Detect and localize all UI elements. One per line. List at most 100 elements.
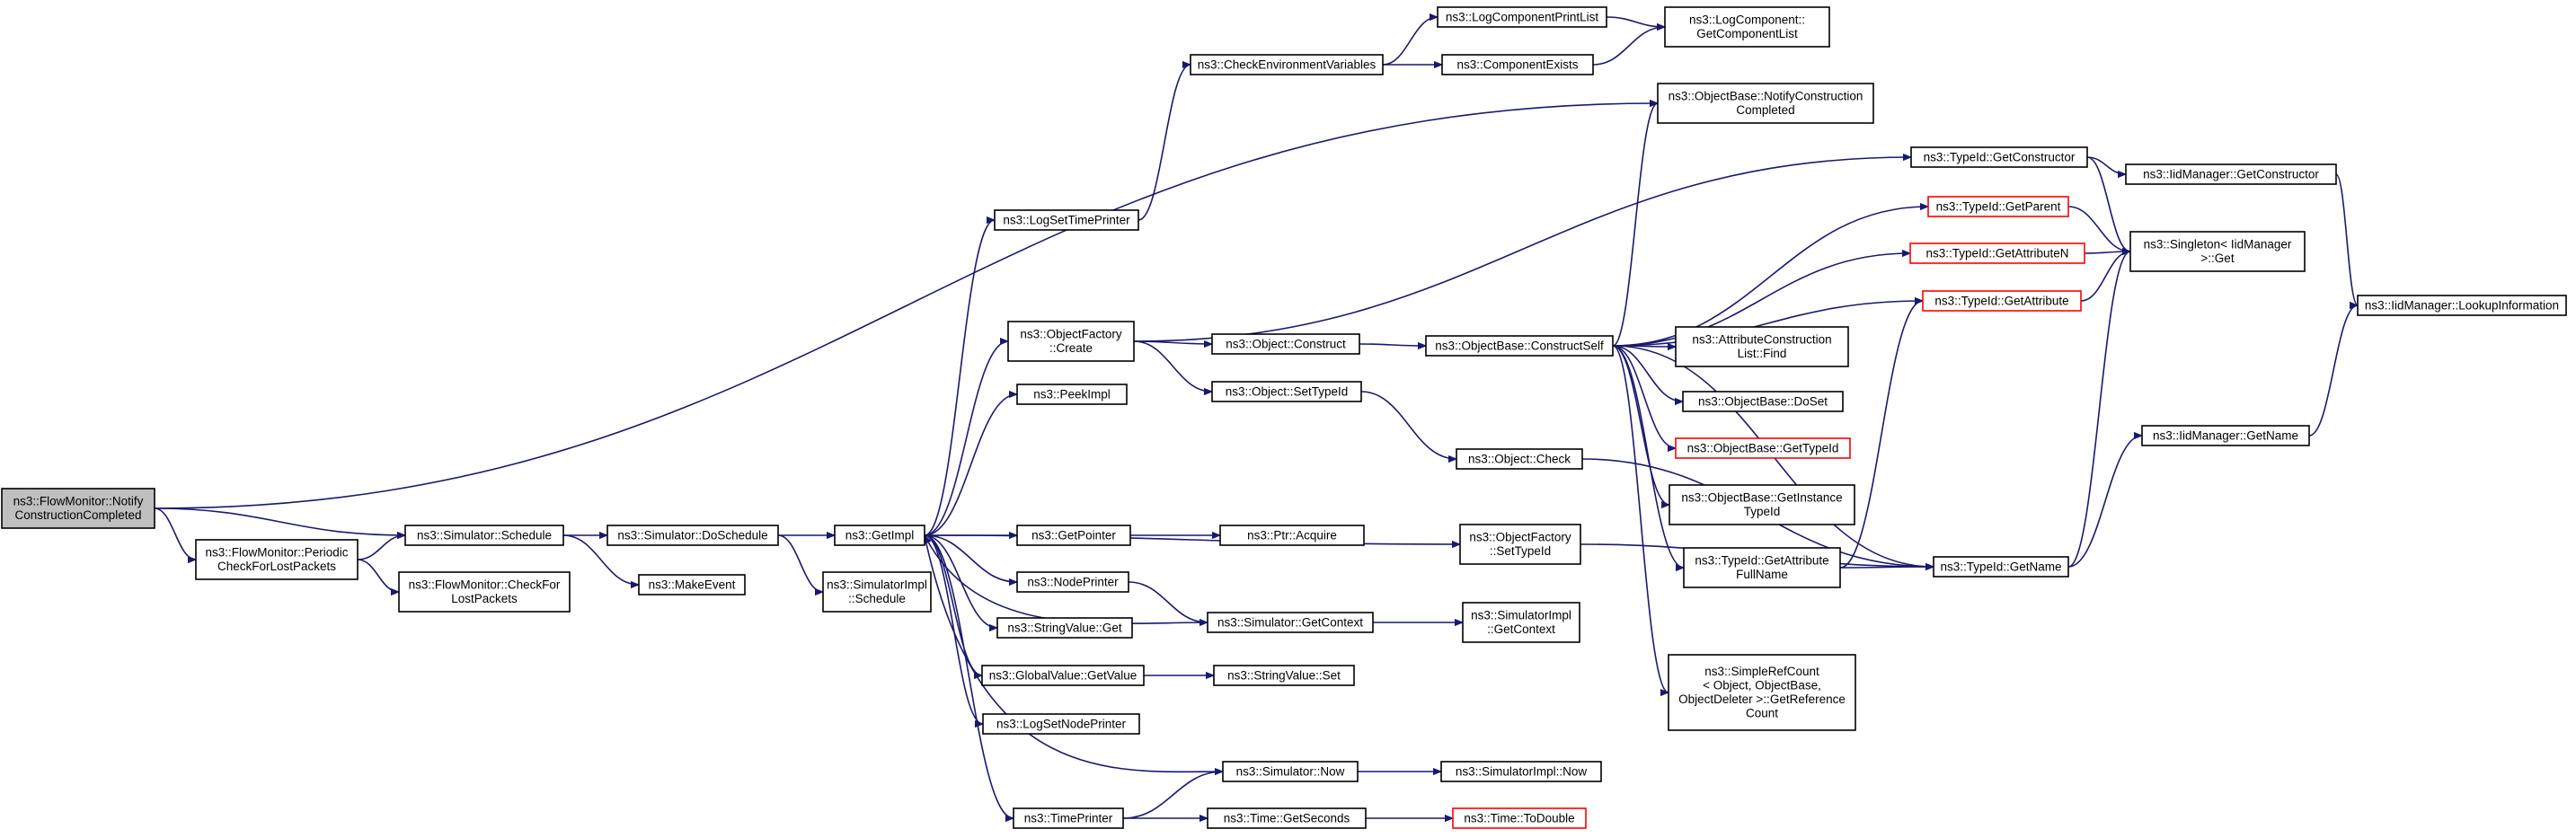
function-node-timegetsec[interactable]: ns3::Time::GetSeconds <box>1207 807 1367 829</box>
function-node-ptracquire[interactable]: ns3::Ptr::Acquire <box>1219 525 1365 546</box>
call-edge <box>357 535 406 560</box>
node-label: GetComponentList <box>1696 27 1798 40</box>
call-edge <box>2335 173 2359 305</box>
function-node-iidmgrgetconst[interactable]: ns3::IidManager::GetConstructor <box>2125 163 2337 185</box>
node-box <box>1425 335 1614 357</box>
node-label: CheckForLostPackets <box>217 560 336 573</box>
call-edge <box>1612 345 1677 448</box>
function-node-globalvalget[interactable]: ns3::GlobalValue::GetValue <box>981 665 1145 686</box>
node-box <box>981 665 1145 686</box>
node-label: ns3::FlowMonitor::Periodic <box>205 546 348 560</box>
node-box <box>1437 6 1607 28</box>
function-node-stringvalset[interactable]: ns3::StringValue::Set <box>1213 665 1355 686</box>
function-node-objfactcreate[interactable]: ns3::ObjectFactory::Create <box>1007 321 1135 362</box>
node-label: ns3::ObjectBase::DoSet <box>1698 394 1828 408</box>
function-node-simimplsched[interactable]: ns3::SimulatorImpl::Schedule <box>822 571 932 613</box>
function-node-timeprinter[interactable]: ns3::TimePrinter <box>1013 807 1124 829</box>
function-node-typeidgetconst[interactable]: ns3::TypeId::GetConstructor <box>1910 146 2088 168</box>
function-node-simgetcontext[interactable]: ns3::Simulator::GetContext <box>1207 612 1374 633</box>
function-node-periodic[interactable]: ns3::FlowMonitor::PeriodicCheckForLostPa… <box>195 539 359 580</box>
node-box <box>1016 384 1128 405</box>
function-node-objfactsettype[interactable]: ns3::ObjectFactory::SetTypeId <box>1459 524 1581 565</box>
function-node-objbasedoset[interactable]: ns3::ObjectBase::DoSet <box>1682 391 1844 412</box>
node-label: ns3::FlowMonitor::Notify <box>13 495 144 508</box>
function-node-notifyconst[interactable]: ns3::ObjectBase::NotifyConstructionCompl… <box>1657 83 1874 124</box>
call-edge <box>1133 157 1911 342</box>
node-label: ns3::StringValue::Get <box>1007 621 1122 634</box>
function-node-getcomplist[interactable]: ns3::LogComponent::GetComponentList <box>1664 6 1830 48</box>
node-box <box>1682 391 1844 412</box>
node-label: ns3::GetImpl <box>845 528 915 542</box>
function-node-getpointer[interactable]: ns3::GetPointer <box>1016 525 1131 546</box>
node-label: ns3::ObjectBase::GetTypeId <box>1687 441 1839 454</box>
function-node-singleton[interactable]: ns3::Singleton< IidManager>::Get <box>2129 231 2306 272</box>
function-node-logsettime[interactable]: ns3::LogSetTimePrinter <box>994 209 1139 231</box>
function-node-objconstruct[interactable]: ns3::Object::Construct <box>1211 333 1360 355</box>
node-label: ns3::MakeEvent <box>649 578 736 591</box>
function-node-logsetnode[interactable]: ns3::LogSetNodePrinter <box>982 713 1140 735</box>
node-label: ns3::Object::Check <box>1468 452 1571 465</box>
function-node-doschedule[interactable]: ns3::Simulator::DoSchedule <box>606 525 779 546</box>
node-label: ns3::SimulatorImpl::Now <box>1456 764 1588 778</box>
call-edge <box>924 534 1460 544</box>
node-label: ns3::NodePrinter <box>1027 575 1119 588</box>
node-box <box>1016 525 1131 546</box>
function-node-typeidgetattr[interactable]: ns3::TypeId::GetAttribute <box>1922 290 2082 312</box>
node-box <box>1 488 155 529</box>
call-edge <box>777 534 824 592</box>
function-node-iidmgrgetname[interactable]: ns3::IidManager::GetName <box>2141 425 2310 446</box>
call-edge <box>1128 581 1208 622</box>
function-node-typeidgetattrn[interactable]: ns3::TypeId::GetAttributeN <box>1909 243 2085 264</box>
function-node-root[interactable]: ns3::FlowMonitor::NotifyConstructionComp… <box>1 488 155 529</box>
node-box <box>1456 448 1583 470</box>
call-edge <box>2086 156 2127 174</box>
function-node-makeevent[interactable]: ns3::MakeEvent <box>638 574 746 595</box>
function-node-objbasegettype[interactable]: ns3::ObjectBase::GetTypeId <box>1675 437 1851 459</box>
call-edge <box>1606 16 1665 27</box>
function-node-compexists[interactable]: ns3::ComponentExists <box>1441 54 1594 75</box>
node-label: ns3::ObjectFactory <box>1020 328 1122 341</box>
call-edge <box>924 220 996 536</box>
function-node-timetodouble[interactable]: ns3::Time::ToDouble <box>1452 807 1587 829</box>
function-node-peekimpl[interactable]: ns3::PeekImpl <box>1016 384 1128 405</box>
node-box <box>834 525 925 546</box>
call-edge <box>154 507 197 560</box>
function-node-simimplnow[interactable]: ns3::SimulatorImpl::Now <box>1440 761 1602 782</box>
node-box <box>1222 761 1359 782</box>
node-label: ::Create <box>1049 341 1093 355</box>
call-edge <box>1612 103 1659 347</box>
node-box <box>2125 163 2337 185</box>
function-node-checkfor[interactable]: ns3::FlowMonitor::CheckForLostPackets <box>398 571 571 613</box>
function-node-objcheck[interactable]: ns3::Object::Check <box>1456 448 1583 470</box>
function-node-nodeprinter[interactable]: ns3::NodePrinter <box>1016 571 1129 593</box>
function-node-simimplgetctx[interactable]: ns3::SimulatorImpl::GetContext <box>1462 602 1580 643</box>
function-node-stringvalget[interactable]: ns3::StringValue::Get <box>996 617 1133 639</box>
call-edge <box>357 559 400 592</box>
node-box <box>606 525 779 546</box>
function-node-getimpl[interactable]: ns3::GetImpl <box>834 525 925 546</box>
node-box <box>1933 556 2069 578</box>
function-node-typeidgetparent[interactable]: ns3::TypeId::GetParent <box>1927 196 2069 217</box>
node-box <box>1909 243 2085 264</box>
function-node-objbaseconstself[interactable]: ns3::ObjectBase::ConstructSelf <box>1425 335 1614 357</box>
node-label: Count <box>1746 707 1778 720</box>
function-node-typeidgetname[interactable]: ns3::TypeId::GetName <box>1933 556 2069 578</box>
node-label: ConstructionCompleted <box>14 508 141 522</box>
node-box <box>1668 654 1856 731</box>
node-label: ns3::PeekImpl <box>1033 387 1111 401</box>
node-box <box>398 571 571 613</box>
function-node-iidmgrlookup[interactable]: ns3::IidManager::LookupInformation <box>2357 295 2567 316</box>
node-label: ns3::SimulatorImpl <box>827 578 927 592</box>
function-node-checkenv[interactable]: ns3::CheckEnvironmentVariables <box>1190 54 1384 75</box>
node-label: ObjectDeleter >::GetReference <box>1678 692 1846 706</box>
function-node-logcomplist[interactable]: ns3::LogComponentPrintList <box>1437 6 1607 28</box>
function-node-schedule[interactable]: ns3::Simulator::Schedule <box>404 525 564 546</box>
function-node-simplerefcount[interactable]: ns3::SimpleRefCount< Object, ObjectBase,… <box>1668 654 1856 731</box>
function-node-objsettypeid[interactable]: ns3::Object::SetTypeId <box>1211 381 1362 402</box>
node-label: ns3::GlobalValue::GetValue <box>989 668 1138 682</box>
function-node-simnow[interactable]: ns3::Simulator::Now <box>1222 761 1359 782</box>
